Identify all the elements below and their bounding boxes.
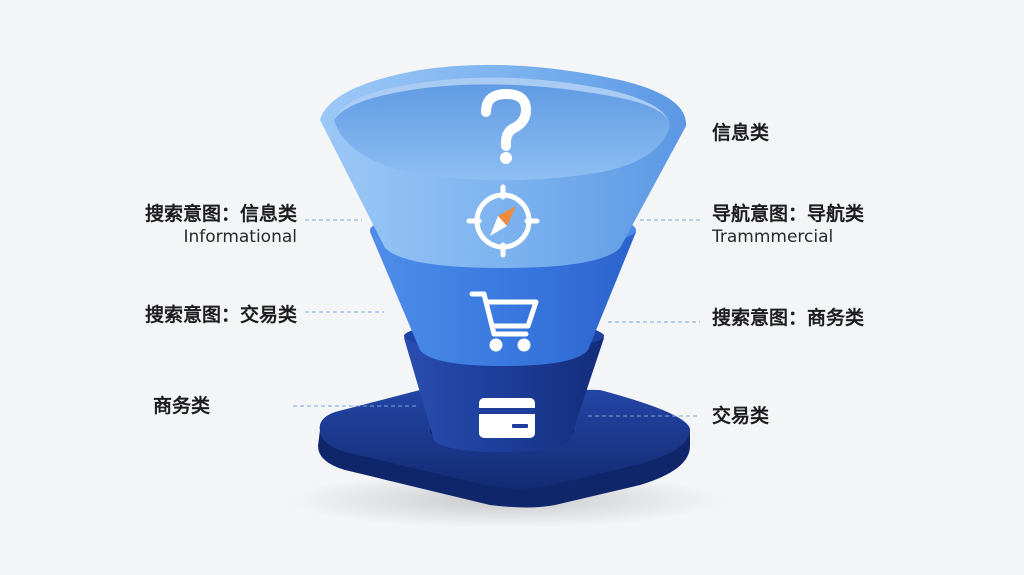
label-main: 商务类 — [152, 395, 210, 417]
label-right-transactional: 交易类 — [712, 404, 769, 428]
label-right-navigational: 导航意图：导航类 Trammmercial — [712, 202, 864, 248]
label-left-informational: 搜索意图：信息类 Informational — [145, 202, 297, 248]
label-main: 搜索意图：交易类 — [144, 304, 297, 326]
shopping-cart-icon — [469, 291, 539, 352]
label-main: 导航意图：导航类 — [712, 203, 865, 225]
label-sub: Informational — [183, 227, 297, 247]
label-left-commercial: 商务类 — [153, 394, 210, 418]
label-main: 信息类 — [712, 122, 770, 144]
compass-icon — [466, 184, 540, 258]
label-left-transactional: 搜索意图：交易类 — [145, 303, 297, 327]
credit-card-icon — [479, 398, 535, 438]
connector-lines — [293, 219, 700, 417]
label-right-commercial: 搜索意图：商务类 — [712, 306, 864, 330]
label-right-informational: 信息类 — [712, 121, 769, 145]
label-main: 交易类 — [712, 405, 770, 427]
label-main: 搜索意图：信息类 — [144, 203, 297, 225]
funnel-tier-1 — [320, 64, 687, 268]
question-mark-icon — [481, 89, 531, 164]
label-sub: Trammmercial — [712, 227, 834, 247]
label-main: 搜索意图：商务类 — [712, 307, 865, 329]
